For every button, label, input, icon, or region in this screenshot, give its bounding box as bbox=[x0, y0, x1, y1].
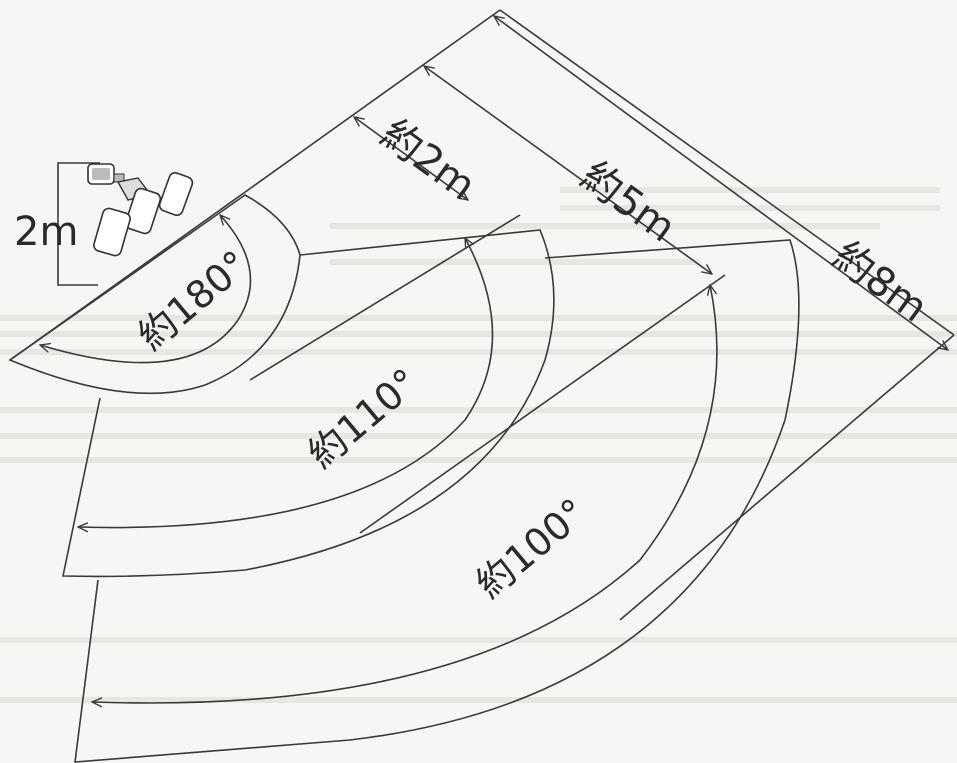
mount-height-label: 2m bbox=[14, 209, 78, 255]
angle-label-100: 約100° bbox=[468, 490, 596, 607]
distance-label-5m: 約5m bbox=[572, 153, 684, 252]
range-edge-line bbox=[619, 334, 955, 621]
mount-height-bracket bbox=[57, 162, 100, 286]
zone-5m-outline bbox=[62, 229, 555, 578]
range-edge-line bbox=[359, 274, 726, 534]
angle-label-180: 約180° bbox=[130, 242, 258, 359]
distance-8m-arrow bbox=[494, 16, 948, 350]
angle-100-arc bbox=[92, 285, 718, 703]
triple-spotlight-icon bbox=[87, 163, 194, 257]
distance-label-2m: 約2m bbox=[372, 111, 484, 210]
